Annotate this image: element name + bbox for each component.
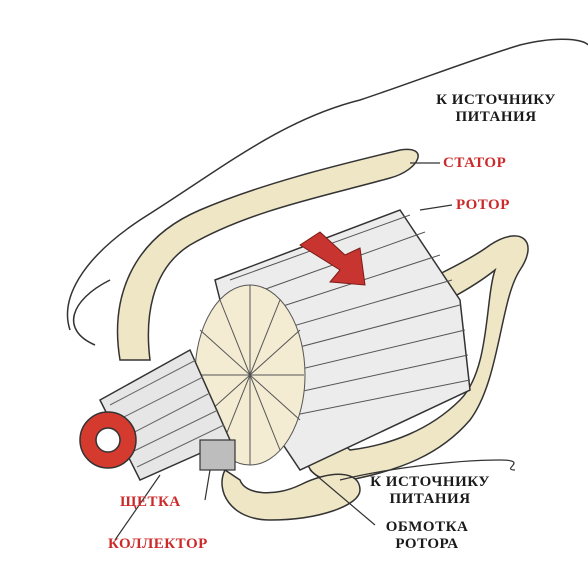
label-rotor: РОТОР (456, 197, 510, 213)
label-winding-line2: РОТОРА (395, 536, 459, 552)
leader-lines (114, 162, 516, 541)
label-winding: ОБМОТКА РОТОРА (372, 519, 482, 553)
power-wire-top (66, 38, 588, 331)
label-stator: СТАТОР (443, 155, 507, 171)
label-power-top: К ИСТОЧНИКУ ПИТАНИЯ (436, 92, 556, 126)
rotation-arrow (299, 231, 366, 286)
label-power-bottom-line2: ПИТАНИЯ (389, 491, 471, 507)
label-power-top-line1: К ИСТОЧНИКУ (436, 92, 556, 108)
power-wire-top-2 (73, 279, 111, 346)
label-power-bottom-line1: К ИСТОЧНИКУ (370, 474, 490, 490)
stator-coil-back (116, 148, 419, 361)
label-winding-line1: ОБМОТКА (385, 519, 469, 535)
collector-ribs (109, 359, 225, 468)
rotor-winding (194, 284, 306, 466)
label-brush: ЩЕТКА (120, 494, 181, 510)
shaft-end (95, 427, 121, 453)
label-power-bottom: К ИСТОЧНИКУ ПИТАНИЯ (364, 474, 496, 508)
label-collector: КОЛЛЕКТОР (108, 536, 208, 552)
brush-holder (199, 439, 236, 471)
label-power-top-line2: ПИТАНИЯ (455, 109, 537, 125)
